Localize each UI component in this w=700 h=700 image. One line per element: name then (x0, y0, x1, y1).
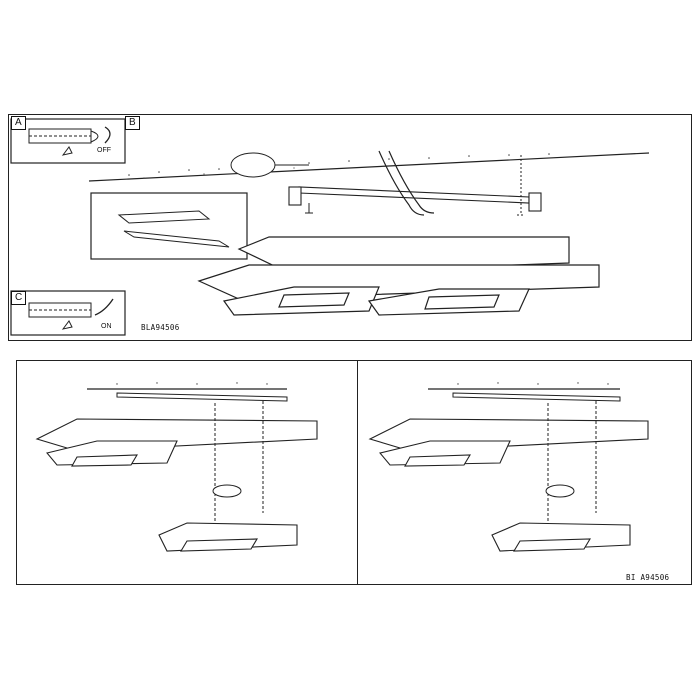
mounting-diagram (10, 118, 650, 336)
step-label-c: C (11, 291, 27, 305)
switch-state-on: ON (101, 323, 112, 330)
installation-panel-top: A B C OFF ON BLA94506 (8, 114, 692, 341)
model-code-top: BLA94506 (141, 323, 180, 332)
removal-diagram-left (35, 382, 318, 552)
lamp-body-right (368, 418, 649, 467)
lamp-shade-left (158, 522, 298, 552)
lamp-body-left (35, 418, 318, 467)
step-label-a: A (11, 116, 26, 130)
connector-plug-c (28, 298, 114, 330)
installation-panel-bottom-left (16, 360, 358, 585)
connector-plug-a (28, 126, 111, 156)
lamp-shade-right (491, 522, 631, 552)
lamp-body (197, 236, 600, 316)
removal-diagram-right (368, 382, 649, 552)
ceiling-texture (128, 153, 550, 179)
installation-panel-bottom-right: BI A94506 (357, 360, 692, 585)
model-code-bottom: BI A94506 (626, 573, 670, 582)
step-label-b: B (125, 116, 140, 130)
mounting-bracket (288, 186, 542, 212)
switch-state-off: OFF (97, 147, 111, 154)
